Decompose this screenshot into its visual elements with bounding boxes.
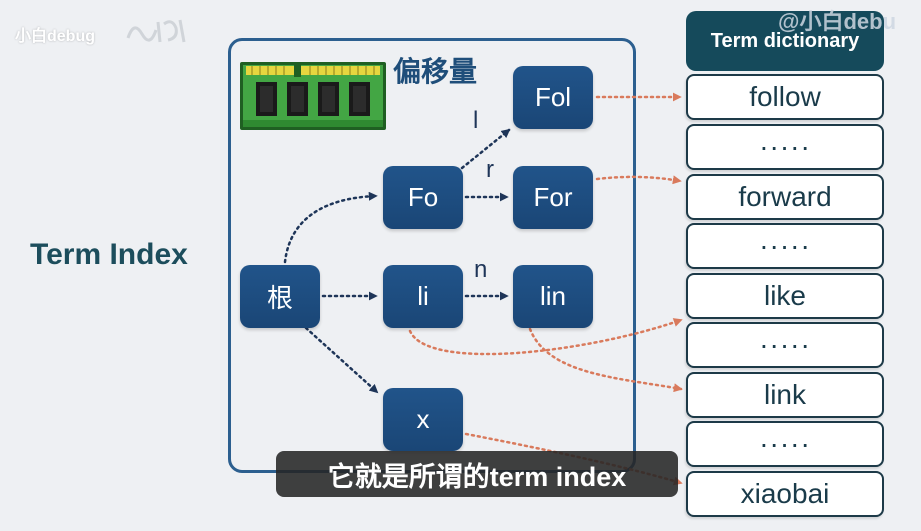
edge-label-l: l [473, 107, 479, 134]
watermark-right: @小白debu [778, 9, 897, 34]
edge-label-r: r [486, 156, 494, 183]
watermark-left: 小白debug [15, 28, 95, 45]
term-index-label: Term Index [30, 238, 188, 271]
node-fo: Fo [383, 166, 463, 229]
dictionary-row-ellipsis: ····· [686, 223, 884, 269]
dictionary-row-ellipsis: ····· [686, 322, 884, 368]
arrow-root-to-x [304, 326, 379, 394]
dictionary-row-xiaobai: xiaobai [686, 471, 884, 517]
node-li: li [383, 265, 463, 328]
node-x: x [383, 388, 463, 451]
dictionary-row-follow: follow [686, 74, 884, 120]
offset-label: 偏移量 [393, 56, 478, 87]
node-root: 根 [240, 265, 320, 328]
node-fol: Fol [513, 66, 593, 129]
arrow-for-to-forward [595, 175, 682, 185]
dictionary-row-ellipsis: ····· [686, 124, 884, 170]
dictionary-row-forward: forward [686, 174, 884, 220]
dictionary-row-ellipsis: ····· [686, 421, 884, 467]
watermark-logo-icon [126, 19, 186, 43]
memory-chip-icon [240, 62, 386, 130]
edge-label-n: n [474, 256, 488, 283]
arrow-fo-to-fol [460, 128, 511, 170]
term-dictionary-header: Term dictionary [686, 11, 884, 71]
video-subtitle: 它就是所谓的term index [276, 451, 678, 497]
dictionary-row-like: like [686, 273, 884, 319]
node-for: For [513, 166, 593, 229]
arrow-li-to-like [408, 318, 683, 356]
node-lin: lin [513, 265, 593, 328]
arrow-lin-to-link [528, 327, 683, 393]
dictionary-row-link: link [686, 372, 884, 418]
arrow-root-to-fo [283, 191, 378, 264]
